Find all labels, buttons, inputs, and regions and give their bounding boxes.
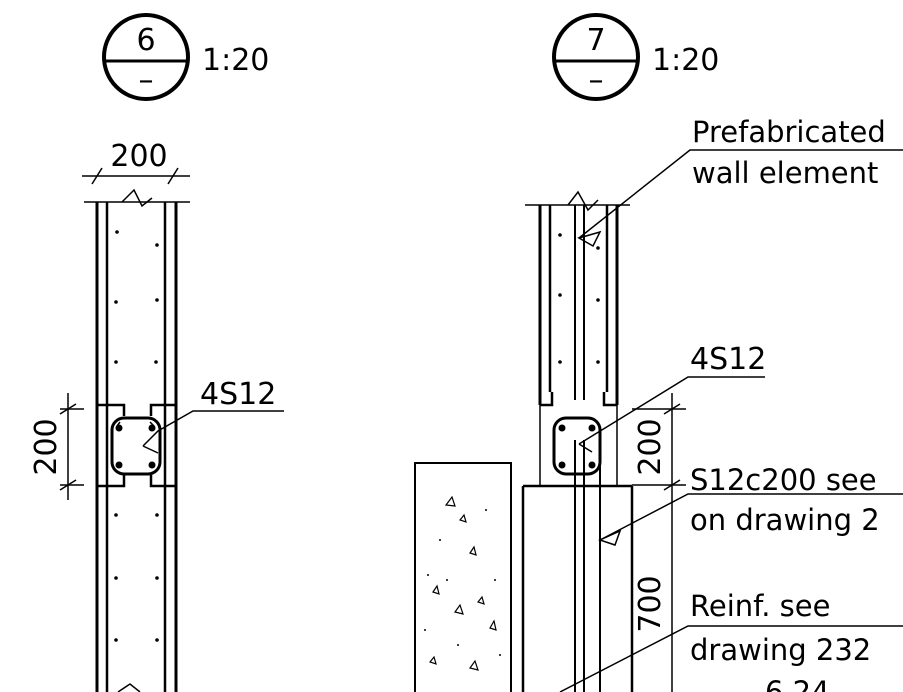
detail-7: 7 – 1:20 [414, 13, 903, 692]
detail-7-sheet: – [589, 63, 604, 98]
detail-7-bubble [552, 13, 640, 101]
detail-7-dim-700: 700 [633, 575, 668, 632]
detail-6-bubble [102, 13, 190, 101]
detail-7-foundation-wall [521, 440, 634, 692]
detail-7-number: 7 [586, 23, 605, 58]
detail-6-height-dimension: 200 [29, 393, 84, 500]
detail-7-s12-callout: S12c200 see on drawing 2 [597, 463, 903, 546]
detail-7-rebar-dots [558, 233, 600, 469]
detail-7-s12-note-line2: on drawing 2 [690, 503, 880, 537]
detail-6: 6 – 1:20 200 [29, 13, 284, 692]
detail-7-reinf-note-line1: Reinf. see [690, 589, 830, 623]
detail-7-rebar-label: 4S12 [690, 342, 766, 377]
detail-6-scale: 1:20 [202, 43, 269, 78]
detail-7-reinf-callout: Reinf. see drawing 232 6.24 [559, 589, 903, 692]
detail-6-sheet: – [139, 63, 154, 98]
detail-6-wall [84, 188, 190, 692]
detail-7-reinf-note-line3: 6.24 [765, 675, 830, 692]
detail-7-prefab-note-line1: Prefabricated [692, 115, 886, 149]
detail-6-rebar-label: 4S12 [200, 377, 276, 412]
detail-6-dim-height: 200 [29, 418, 64, 475]
detail-7-prefab-callout: Prefabricated wall element [577, 115, 903, 248]
detail-7-vertical-dimension: 200 700 [632, 393, 686, 692]
detail-6-number: 6 [136, 23, 155, 58]
detail-6-rebar-dots [114, 230, 159, 642]
detail-7-reinf-note-line2: drawing 232 [690, 633, 871, 667]
detail-7-concrete-block [414, 462, 512, 692]
detail-7-rebar-callout: 4S12 [578, 342, 766, 453]
detail-7-dim-200: 200 [633, 418, 668, 475]
detail-7-scale: 1:20 [652, 43, 719, 78]
detail-7-s12-note-line1: S12c200 see [690, 463, 877, 497]
detail-6-rebar-callout: 4S12 [142, 377, 284, 454]
detail-6-width-dimension: 200 [82, 139, 190, 185]
detail-6-dim-width: 200 [110, 139, 167, 174]
detail-6-ring-beam [110, 416, 162, 476]
detail-7-prefab-note-line2: wall element [692, 156, 878, 190]
detail-7-prefab-wall [525, 190, 630, 486]
